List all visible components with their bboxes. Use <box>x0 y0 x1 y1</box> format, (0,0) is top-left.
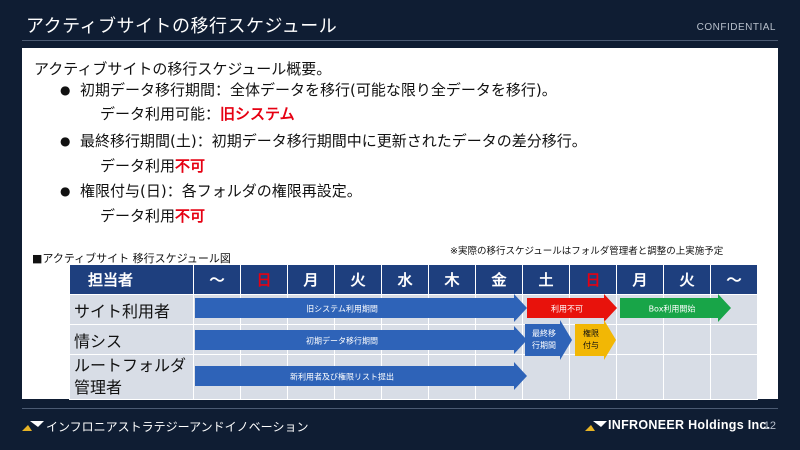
item-2-sub-emph: 不可 <box>175 157 206 175</box>
diagram-title: ■アクティブサイト 移行スケジュール図 <box>32 252 231 265</box>
header-day: ～ <box>193 264 241 295</box>
item-1-sub-prefix: データ利用可能： <box>100 105 221 123</box>
footer-divider <box>22 408 778 409</box>
header-day-sunday: 日 <box>240 264 288 295</box>
header-role: 担当者 <box>69 264 194 295</box>
header-day: 金 <box>475 264 523 295</box>
schedule-row: ルートフォルダ管理者 <box>69 354 758 400</box>
header-day: 火 <box>663 264 711 295</box>
content-panel: アクティブサイトの移行スケジュール概要。 ● 初期データ移行期間：全体データを移… <box>22 48 778 400</box>
item-2-sub: データ利用不可 <box>100 155 205 176</box>
bullet-icon: ● <box>60 134 71 148</box>
header-day: 土 <box>522 264 570 295</box>
diagram-note: ※実際の移行スケジュールはフォルダ管理者と調整の上実施予定 <box>450 246 724 257</box>
item-1-sub-emph: 旧システム <box>220 105 295 123</box>
header-day: 火 <box>334 264 382 295</box>
bullet-icon: ● <box>60 184 71 198</box>
slide-title: アクティブサイトの移行スケジュール <box>26 16 338 37</box>
schedule-table: 担当者 ～ 日 月 火 水 木 金 土 日 月 火 ～ サイト利用者 情シス <box>69 264 758 400</box>
title-divider <box>22 40 778 41</box>
schedule-row: サイト利用者 <box>69 294 758 325</box>
company-logo-icon <box>22 421 44 431</box>
header-day-sunday: 日 <box>569 264 617 295</box>
header-day: 月 <box>287 264 335 295</box>
item-2-sub-prefix: データ利用 <box>100 157 176 175</box>
role-line-2: 管理者 <box>74 378 123 397</box>
item-3-text: 権限付与(日)：各フォルダの権限再設定。 <box>80 182 362 200</box>
role-site-user: サイト利用者 <box>69 294 194 325</box>
header-day: 月 <box>616 264 664 295</box>
role-it: 情シス <box>69 324 194 355</box>
footer-company-name: INFRONEER Holdings Inc. <box>608 418 771 432</box>
page-number: 12 <box>763 420 776 432</box>
header-day: 水 <box>381 264 429 295</box>
item-2-text: 最終移行期間(土)：初期データ移行期間中に更新されたデータの差分移行。 <box>80 132 587 150</box>
schedule-header-row: 担当者 ～ 日 月 火 水 木 金 土 日 月 火 ～ <box>69 264 758 295</box>
role-line-1: ルートフォルダ <box>74 356 187 375</box>
item-3-sub: データ利用不可 <box>100 205 205 226</box>
intro-text: アクティブサイトの移行スケジュール概要。 <box>34 60 332 78</box>
schedule-row: 情シス <box>69 324 758 355</box>
company-logo-icon <box>585 421 607 431</box>
item-1-text: 初期データ移行期間：全体データを移行(可能な限り全データを移行)。 <box>80 81 557 99</box>
footer-division-name: インフロニアストラテジーアンドイノベーション <box>46 420 309 434</box>
header-day: ～ <box>710 264 758 295</box>
item-3-sub-emph: 不可 <box>175 207 206 225</box>
role-root-folder-admin: ルートフォルダ管理者 <box>69 354 194 400</box>
header-day: 木 <box>428 264 476 295</box>
item-1-sub: データ利用可能：旧システム <box>100 103 295 124</box>
bullet-icon: ● <box>60 83 71 97</box>
confidential-label: CONFIDENTIAL <box>696 22 776 33</box>
item-3-sub-prefix: データ利用 <box>100 207 176 225</box>
